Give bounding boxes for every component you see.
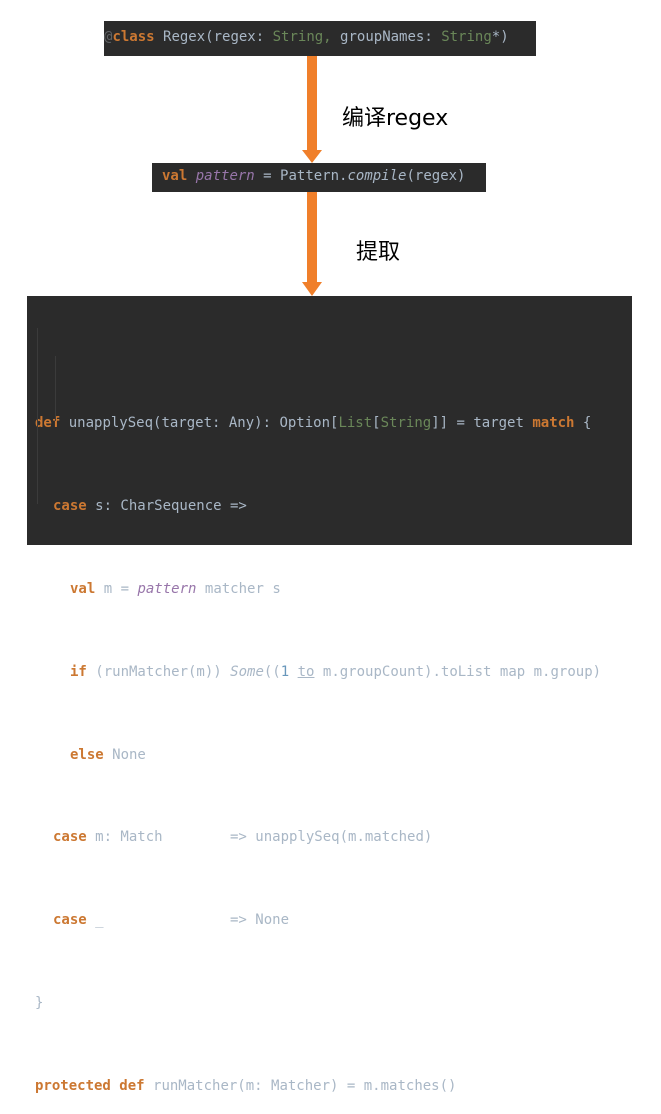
- case-keyword: case: [53, 498, 87, 515]
- extract-label: 提取: [356, 240, 401, 265]
- protected-keyword: protected: [35, 1077, 111, 1094]
- string-type: String: [380, 415, 432, 432]
- arrow-compile: [302, 56, 322, 163]
- code-line-7: case _ => None: [35, 907, 632, 935]
- code-line-6: case m: Match => unapplySeq(m.matched): [35, 824, 632, 852]
- indent-guide: [55, 356, 56, 421]
- unapplyseq-code-box: def unapplySeq(target: Any): Option[List…: [27, 296, 632, 1094]
- compile-args: (regex): [406, 168, 466, 184]
- match-keyword: match: [532, 415, 575, 432]
- code-text: matcher s: [196, 580, 281, 597]
- gutter-mark: @: [104, 29, 113, 45]
- pattern-field: pattern: [195, 168, 255, 184]
- class-declaration-box: @class Regex(regex: String, groupNames: …: [104, 21, 536, 56]
- code-text: _ => None: [86, 912, 290, 929]
- code-line-4: if (runMatcher(m)) Some((1 to m.groupCou…: [35, 659, 632, 687]
- code-text: s: CharSequence =>: [86, 498, 247, 515]
- compile-label: 编译regex: [342, 106, 449, 131]
- pattern-field: pattern: [137, 580, 197, 597]
- code-text: m.groupCount).toList map m.group): [314, 663, 602, 680]
- indent-guide: [37, 328, 38, 504]
- closing-brace: }: [35, 994, 44, 1011]
- class-name: Regex(regex:: [154, 29, 273, 45]
- def-keyword: def: [119, 1077, 145, 1094]
- case-keyword: case: [53, 829, 87, 846]
- code-text: ((: [263, 663, 281, 680]
- code-text: [289, 664, 297, 680]
- number-literal: 1: [280, 663, 290, 680]
- code-line-5: else None: [35, 742, 632, 770]
- else-keyword: else: [70, 746, 104, 763]
- code-line-9: protected def runMatcher(m: Matcher) = m…: [35, 1073, 632, 1101]
- compile-method: compile: [347, 168, 407, 184]
- val-keyword: val: [162, 168, 188, 184]
- some-constructor: Some: [230, 663, 264, 680]
- code-text: [111, 1078, 119, 1094]
- code-text: (runMatcher(m)): [86, 663, 231, 680]
- val-keyword: val: [70, 580, 96, 597]
- pattern-assign: = Pattern.: [254, 168, 348, 184]
- list-type: List: [338, 415, 373, 432]
- flow-arrows: [302, 56, 322, 296]
- code-text: ]] = target: [431, 415, 533, 432]
- code-line-3: val m = pattern matcher s: [35, 576, 632, 604]
- code-line-2: case s: CharSequence =>: [35, 493, 632, 521]
- code-text: [: [372, 415, 381, 432]
- code-line-1: def unapplySeq(target: Any): Option[List…: [35, 410, 632, 438]
- code-line-8: }: [35, 990, 632, 1018]
- group-names-param: groupNames:: [331, 29, 442, 45]
- arrow-extract: [302, 192, 322, 296]
- if-keyword: if: [70, 663, 87, 680]
- code-text: None: [103, 746, 146, 763]
- def-keyword: def: [35, 415, 61, 432]
- class-keyword: class: [112, 29, 155, 45]
- code-text: unapplySeq(target: Any): Option[: [60, 415, 339, 432]
- regex-type: String,: [272, 29, 332, 45]
- code-text: runMatcher(m: Matcher) = m.matches(): [144, 1077, 457, 1094]
- group-names-type: String: [441, 29, 492, 45]
- code-text: m: Match => unapplySeq(m.matched): [86, 829, 433, 846]
- class-decl-end: *): [491, 29, 509, 45]
- to-method: to: [297, 663, 315, 680]
- code-text: {: [574, 415, 592, 432]
- code-text: m =: [95, 580, 138, 597]
- case-keyword: case: [53, 912, 87, 929]
- pattern-compile-box: val pattern = Pattern.compile(regex): [152, 163, 486, 192]
